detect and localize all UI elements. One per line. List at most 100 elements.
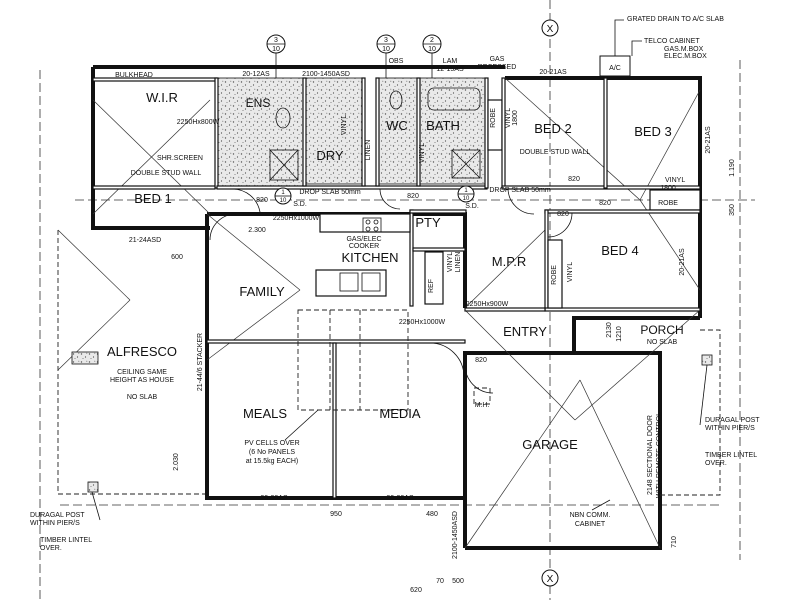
dim-2100-1450b: 2100-1450ASD: [452, 511, 459, 559]
note-timber-right-1: TIMBER LINTEL: [705, 452, 757, 459]
marker-sheet: 10: [280, 198, 287, 204]
note-sd-2: S.D.: [465, 203, 479, 210]
dim-20-21as-side2: 20-21AS: [679, 248, 686, 276]
dim-21-24asd: 21-24ASD: [129, 237, 161, 244]
room-label-mpr: M.P.R: [492, 254, 526, 269]
note-duragal-left-1: DURAGAL POST: [30, 512, 85, 519]
dim-820-c: 820: [568, 176, 580, 183]
grid-marker-bottom: X: [541, 569, 559, 587]
pv-cells-outline: [297, 309, 409, 411]
dim-350: 350: [729, 204, 736, 216]
marker-num: 3: [274, 37, 278, 44]
marker-sheet: 10: [428, 46, 436, 53]
dim-820-d: 820: [557, 211, 569, 218]
dim-820-a: 820: [256, 197, 268, 204]
note-no-slab-alfresco: NO SLAB: [127, 394, 158, 401]
note-shr-screen: SHR.SCREEN: [157, 155, 203, 162]
note-vinyl-bed4: VINYL: [567, 262, 574, 282]
room-label-bed3: BED 3: [634, 124, 672, 139]
dim-1210: 1210: [616, 326, 623, 342]
note-obs: OBS: [389, 58, 404, 65]
room-label-entry: ENTRY: [503, 324, 547, 339]
duragal-post-left-icon: [87, 481, 99, 493]
note-ceiling-1: CEILING SAME: [117, 369, 167, 376]
note-vinyl-bed3: VINYL: [665, 177, 685, 184]
dim-sectional-door: 2148 SECTIONAL DOOR: [647, 415, 654, 495]
dim-20-12as: 20-12AS: [242, 71, 270, 78]
roof-lines: [57, 77, 701, 549]
annotations: GRATED DRAIN TO A/C SLAB TELCO CABINET G…: [30, 16, 760, 552]
room-label-bed2: BED 2: [534, 121, 572, 136]
dim-2250-1000b: 2250Hx1000W: [399, 319, 446, 326]
section-marker-1-10-b: 1 10: [457, 185, 475, 203]
room-label-bed4: BED 4: [601, 243, 639, 258]
fixtures: [71, 55, 713, 493]
room-label-garage: GARAGE: [522, 437, 578, 452]
note-lam-size: 12-15AS: [436, 66, 464, 73]
note-drop-slab-2: DROP SLAB 50mm: [489, 187, 551, 194]
dim-820-f: 820: [475, 357, 487, 364]
dim-70: 70: [436, 578, 444, 585]
room-label-dry: DRY: [316, 148, 344, 163]
dim-20-21as-top: 20-21AS: [539, 69, 567, 76]
ensuite-toilet-icon: [275, 107, 291, 129]
room-label-bed1: BED 1: [134, 191, 172, 206]
manhole-icon: [473, 387, 491, 405]
section-marker-1-10-a: 1 10: [274, 187, 292, 205]
room-label-meals: MEALS: [243, 406, 287, 421]
room-label-linen2: LINEN: [455, 252, 462, 273]
dim-20-30as-b: 20-30AS: [386, 495, 414, 502]
dim-600: 600: [171, 254, 183, 261]
dim-500: 500: [452, 578, 464, 585]
door-swings: [209, 188, 573, 394]
room-label-family: FAMILY: [239, 284, 285, 299]
note-pv-1: PV CELLS OVER: [244, 440, 299, 447]
duragal-post-right-icon: [701, 354, 713, 366]
alfresco-pier-icon: [71, 351, 99, 365]
ensuite-tile: [216, 77, 306, 189]
wc-toilet-icon: [389, 90, 403, 110]
note-elec-box: ELEC.M.BOX: [664, 53, 707, 60]
room-label-wc: WC: [386, 118, 408, 133]
dim-20-30as-a: 20-30AS: [260, 495, 288, 502]
note-telco: TELCO CABINET: [644, 38, 700, 45]
note-double-stud-2: DOUBLE STUD WALL: [520, 149, 591, 156]
room-label-porch: PORCH: [640, 323, 683, 337]
note-ref: REF: [428, 279, 435, 293]
ensuite-shower-icon: [269, 149, 299, 181]
note-duragal-left-2: WITHIN PIER/S: [30, 520, 80, 527]
leader-lines: [91, 19, 708, 521]
dim-20-21as-side: 20-21AS: [705, 126, 712, 154]
note-timber-right-2: OVER.: [705, 460, 727, 467]
dim-480: 480: [426, 511, 438, 518]
note-duragal-right-1: DURAGAL POST: [705, 417, 760, 424]
shower-icon: [451, 149, 481, 179]
marker-num: 1: [281, 190, 285, 196]
note-bulkhead: BULKHEAD: [115, 72, 153, 79]
note-ac: A/C: [609, 65, 621, 72]
internal-walls: [92, 77, 701, 499]
dim-820-b: 820: [407, 193, 419, 200]
robe-label-bed3: ROBE: [658, 200, 678, 207]
dim-710: 710: [671, 536, 678, 548]
dim-1800-bed3: 1800: [660, 185, 676, 192]
note-cooker: COOKER: [349, 243, 379, 250]
alfresco-outline: [57, 230, 205, 495]
note-duragal-right-2: WITHIN PIER/S: [705, 425, 755, 432]
dim-2250-900: 2250Hx900W: [466, 301, 509, 308]
dim-2250-1000: 2250Hx1000W: [273, 215, 320, 222]
bathtub-icon: [427, 87, 481, 111]
room-labels: W.I.R ENS WC BATH DRY LINEN BED 1 BED 2 …: [107, 90, 684, 452]
note-timber-left-2: OVER.: [40, 545, 62, 552]
note-grated-drain: GRATED DRAIN TO A/C SLAB: [627, 16, 724, 23]
robe-label-bed2: ROBE: [490, 108, 497, 128]
dim-2030: 2.030: [173, 453, 180, 471]
note-lam: LAM: [443, 58, 458, 65]
room-label-wir: W.I.R: [146, 90, 178, 105]
marker-num: 1: [464, 188, 468, 194]
marker-sheet: 10: [382, 46, 390, 53]
note-vinyl-bath: VINYL: [419, 143, 426, 163]
cooktop-icon: [362, 217, 382, 233]
marker-sheet: 10: [272, 46, 280, 53]
